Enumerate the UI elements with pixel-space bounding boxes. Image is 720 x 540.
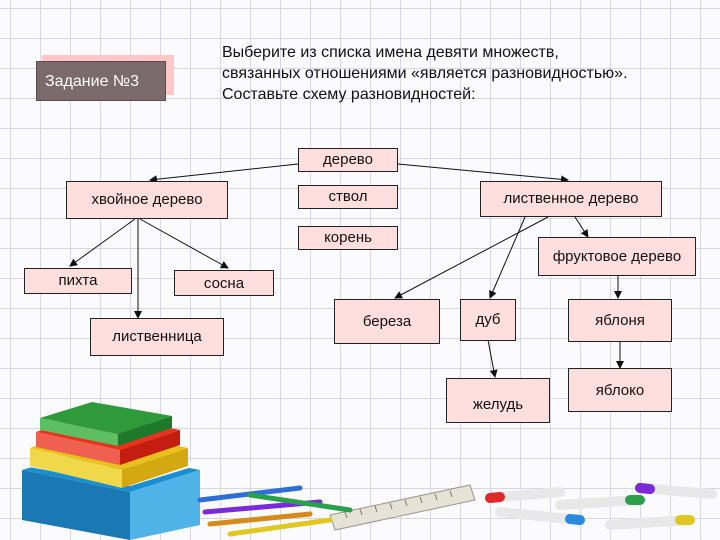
node-zhelud: желудь bbox=[446, 378, 550, 423]
node-derevo: дерево bbox=[298, 148, 398, 172]
edge-dub-zhelud bbox=[487, 339, 498, 378]
edge-listvennoe-fruktovoe bbox=[574, 216, 589, 238]
node-khvoinoe-derevo: хвойное дерево bbox=[66, 181, 228, 219]
node-dub: дуб bbox=[460, 299, 516, 341]
ruler-icon bbox=[329, 484, 476, 531]
node-stvol: ствол bbox=[298, 185, 398, 209]
edge-khvoinoe-sosna bbox=[139, 218, 229, 269]
markers-icon bbox=[485, 483, 717, 530]
instruction-line-1: Выберите из списка имена девяти множеств… bbox=[222, 44, 559, 61]
edge-derevo-listvennoe bbox=[397, 163, 569, 184]
node-sosna: сосна bbox=[174, 270, 274, 296]
pencils-icon bbox=[197, 485, 353, 537]
node-bereza: береза bbox=[334, 299, 440, 344]
edge-derevo-khvoinoe bbox=[149, 163, 299, 184]
edge-listvennoe-bereza bbox=[394, 216, 549, 299]
task-label: Задание №3 bbox=[36, 61, 166, 101]
node-pikhta: пихта bbox=[24, 268, 132, 294]
edge-khvoinoe-pikhta bbox=[69, 218, 136, 267]
instruction-text: Выберите из списка имена девяти множеств… bbox=[222, 42, 702, 105]
task-badge: Задание №3 bbox=[36, 55, 174, 101]
edge-listvennoe-dub bbox=[489, 216, 526, 299]
node-listvennitsa: лиственница bbox=[90, 318, 224, 356]
instruction-line-3: Составьте схему разновидностей: bbox=[222, 86, 476, 103]
node-koren: корень bbox=[298, 226, 398, 250]
node-listvennoe-derevo: лиственное дерево bbox=[480, 181, 662, 217]
node-yabloko: яблоко bbox=[568, 368, 672, 412]
node-fruktovoe-derevo: фруктовое дерево bbox=[538, 237, 696, 276]
node-yablonya: яблоня bbox=[568, 299, 672, 342]
instruction-line-2: связанных отношениями «является разновид… bbox=[222, 65, 628, 82]
books-stack-icon bbox=[22, 402, 200, 540]
